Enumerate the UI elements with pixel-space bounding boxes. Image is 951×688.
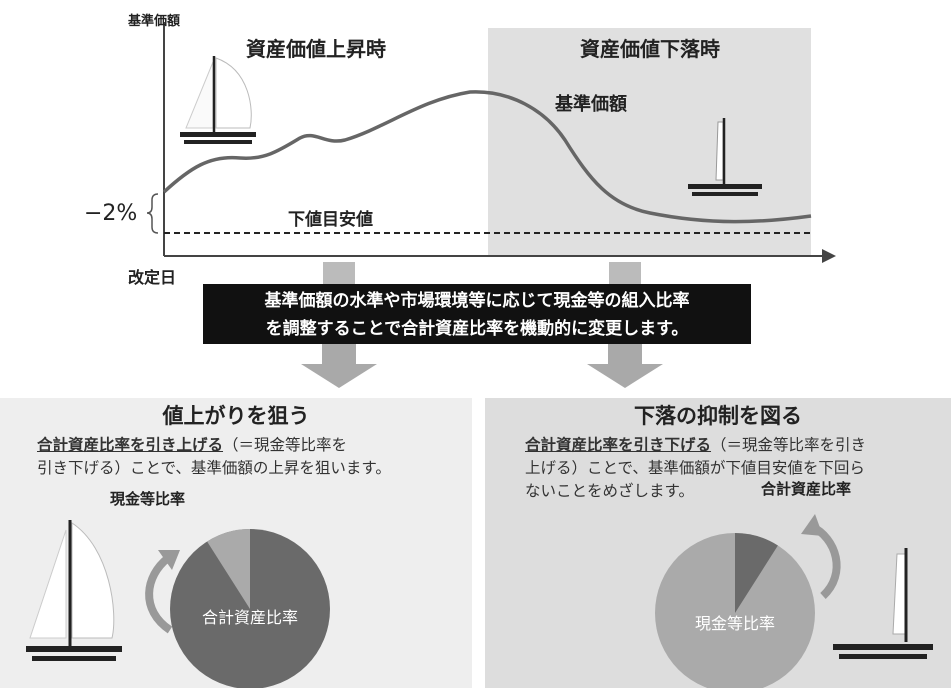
x-axis-arrowhead [822,249,836,263]
falling-period-background [488,28,811,256]
rise-curved-arrow-icon [145,554,173,634]
rise-pie-cash-slice [207,529,250,609]
banner-line-1: 基準価額の水準や市場環境等に応じて現金等の組入比率 [264,291,690,311]
rise-desc-emphasis: 合計資産比率を引き上げる [37,436,224,454]
series-label: 基準価額 [555,94,627,115]
fall-sailboat-icon [833,548,933,659]
x-axis-label: 改定日 [128,268,177,287]
fall-pie-outer-label: 合計資産比率 [761,480,852,498]
banner-line-2: を調整することで合計資産比率を機動的に変更します。 [265,319,689,339]
fall-pie-asset-slice [735,533,778,613]
fall-desc-line3: ないことをめざします。 [525,482,694,500]
right-down-arrow-icon [587,344,663,388]
rise-curved-arrowhead [158,550,180,570]
offset-brace [146,193,159,234]
fall-desc-emphasis: 合計資産比率を引き下げる [525,436,712,454]
left-down-arrow-icon [301,344,377,388]
rise-pie-inner-label: 合計資産比率 [201,608,298,627]
fall-pie-inner-label: 現金等比率 [694,614,775,633]
rise-pie-chart [26,520,330,688]
rise-desc-line2: 引き下げる）ことで、基準価額の上昇を狙います。 [37,459,391,477]
right-connector-arrow [609,262,641,284]
fall-curved-arrowhead [801,514,823,536]
falling-period-title: 資産価値下落時 [580,37,720,61]
value-chart [146,22,836,284]
rise-desc-rest: （＝現金等比率を [223,436,348,454]
rise-panel-description: 合計資産比率を引き上げる（＝現金等比率を 引き下げる）ことで、基準価額の上昇を狙… [37,434,391,480]
fall-pie-chart [655,514,933,688]
nav-line [162,90,812,224]
fall-desc-rest: （＝現金等比率を引き [711,436,867,454]
strategy-banner: 基準価額の水準や市場環境等に応じて現金等の組入比率 を調整することで合計資産比率… [203,284,751,344]
sailboat-lowered-sail-icon [688,118,762,196]
left-connector-arrow [323,262,355,284]
rise-pie-outer-label: 現金等比率 [110,490,186,508]
fall-desc-line2: 上げる）ことで、基準価額が下値目安値を下回ら [525,459,865,477]
y-axis-label: 基準価額 [128,14,181,29]
rise-sailboat-icon [26,520,122,661]
fall-panel-title: 下落の抑制を図る [634,404,802,428]
panel-arrows [301,344,663,388]
rise-panel-title: 値上がりを狙う [162,404,310,428]
fall-panel: 下落の抑制を図る 合計資産比率を引き下げる（＝現金等比率を引き 上げる）ことで、… [485,398,951,688]
floor-label: 下値目安値 [288,210,373,230]
floor-offset-label: −2% [84,201,138,226]
rise-panel: 値上がりを狙う 合計資産比率を引き上げる（＝現金等比率を 引き下げる）ことで、基… [0,398,472,688]
fall-panel-description: 合計資産比率を引き下げる（＝現金等比率を引き 上げる）ことで、基準価額が下値目安… [525,434,866,503]
fall-curved-arrow-icon [809,522,841,599]
rising-period-title: 資産価値上昇時 [246,37,386,61]
sailboat-full-sail-icon [180,56,256,144]
